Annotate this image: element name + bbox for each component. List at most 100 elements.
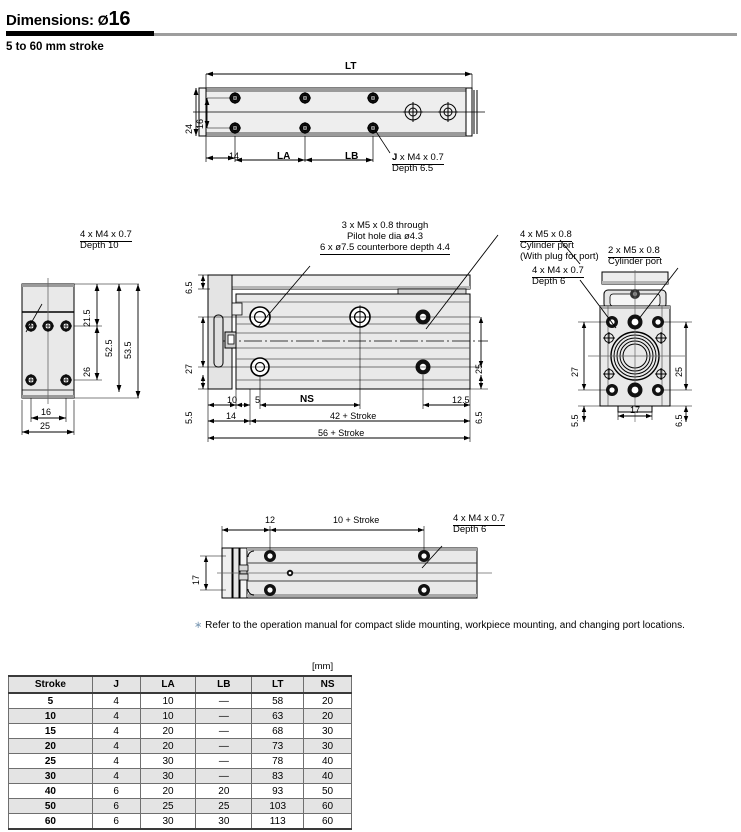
top-view-drawing (185, 58, 515, 183)
cell-lt: 78 (251, 753, 305, 769)
cell-lb: 20 (195, 783, 253, 799)
top-view-label-24: 24 (184, 123, 194, 134)
side-view-callout-cylinder-port: 4 x M5 x 0.8 Cylinder port (With plug fo… (520, 229, 599, 262)
left-view-dim-53-5: 53.5 (123, 341, 133, 359)
side-view-callout-cyl-l2: Cylinder port (520, 240, 574, 251)
cell-lb: — (195, 692, 253, 709)
footnote: ∗ Refer to the operation manual for comp… (194, 620, 685, 631)
cell-lt: 83 (251, 768, 305, 784)
side-view-callout-cyl-l3: (With plug for port) (520, 251, 599, 262)
side-view-dim-17: 17 (630, 405, 641, 415)
cell-j: 4 (91, 708, 141, 724)
side-view-callout-cyl-l1: 4 x M5 x 0.8 (520, 229, 572, 242)
cell-j: 6 (91, 783, 141, 799)
top-view-callout-j: J (392, 152, 398, 163)
cell-la: 20 (139, 723, 197, 739)
top-view-callout-depth: Depth 6.5 (392, 163, 434, 174)
cell-stroke: 30 (8, 768, 93, 784)
header-rule-dark (6, 31, 154, 36)
cell-j: 4 (91, 723, 141, 739)
table-unit-label: [mm] (312, 661, 334, 672)
cell-la: 20 (139, 738, 197, 754)
cell-la: 30 (139, 753, 197, 769)
table-row: 40 6 20 20 93 50 (8, 783, 352, 799)
front-view-dim-25-right: 25 (474, 363, 484, 374)
page-subtitle: 5 to 60 mm stroke (6, 41, 104, 53)
table-row: 20 4 20 — 73 30 (8, 738, 352, 754)
side-view-svg (559, 239, 692, 422)
cell-j: 4 (91, 768, 141, 784)
left-view-dim-21-5: 21.5 (82, 309, 92, 327)
dimensions-table: Stroke J LA LB LT NS 5 4 10 — 58 20 10 4… (8, 675, 352, 830)
diameter-symbol: Ø (97, 12, 109, 28)
cell-lb: — (195, 708, 253, 724)
table-header-lb: LB (195, 675, 253, 694)
front-view-dim-6-5-left: 6.5 (184, 281, 194, 294)
cell-ns: 30 (303, 723, 352, 739)
cell-stroke: 15 (8, 723, 93, 739)
side-view-callout-2m5-l2: Cylinder port (608, 256, 662, 267)
top-view-label-lb: LB (345, 151, 359, 162)
cell-stroke: 40 (8, 783, 93, 799)
header-rule-grey (154, 33, 737, 36)
table-header-stroke: Stroke (8, 675, 93, 694)
top-view-label-lt: LT (345, 61, 357, 72)
cell-la: 10 (139, 692, 197, 709)
front-view-callout-l3: 6 x ø7.5 counterbore depth 4.4 (320, 242, 450, 255)
cell-lb: 30 (195, 813, 253, 830)
cell-la: 30 (139, 768, 197, 784)
front-view-dim-5: 5 (255, 395, 261, 405)
cell-lb: — (195, 738, 253, 754)
left-view-dim-26: 26 (82, 366, 92, 377)
left-view-callout-depth: Depth 10 (80, 240, 119, 251)
cell-ns: 60 (303, 798, 352, 814)
bottom-view-dim-17: 17 (191, 574, 201, 585)
front-view-dim-6-5-right: 6.5 (474, 411, 484, 424)
cell-j: 6 (91, 813, 141, 830)
cell-lt: 113 (251, 813, 305, 830)
cell-la: 30 (139, 813, 197, 830)
top-view-label-16: 16 (195, 118, 205, 129)
cell-ns: 60 (303, 813, 352, 830)
cell-stroke: 50 (8, 798, 93, 814)
front-view-dim-42-stroke: 42 + Stroke (330, 411, 377, 421)
front-view-dim-14: 14 (226, 411, 237, 421)
table-row: 50 6 25 25 103 60 (8, 798, 352, 814)
table-row: 60 6 30 30 113 60 (8, 813, 352, 830)
side-view-dim-5-5: 5.5 (570, 414, 580, 427)
side-view-dim-6-5: 6.5 (674, 414, 684, 427)
front-view-dim-5-5-left: 5.5 (184, 411, 194, 424)
side-view-callout-2xm5: 2 x M5 x 0.8 Cylinder port (608, 245, 662, 267)
cell-la: 10 (139, 708, 197, 724)
footnote-asterisk: ∗ (194, 620, 203, 631)
footnote-text: Refer to the operation manual for compac… (205, 620, 685, 631)
front-view-dim-10: 10 (227, 395, 238, 405)
bottom-view-callout-l1: 4 x M4 x 0.7 (453, 513, 505, 526)
cell-lt: 68 (251, 723, 305, 739)
table-row: 15 4 20 — 68 30 (8, 723, 352, 739)
cell-lb: — (195, 768, 253, 784)
cell-stroke: 60 (8, 813, 93, 830)
front-view-dim-ns: NS (300, 394, 314, 405)
cell-lt: 73 (251, 738, 305, 754)
side-view-drawing (559, 239, 735, 430)
side-view-dim-27: 27 (570, 366, 580, 377)
cell-lb: 25 (195, 798, 253, 814)
cell-lb: — (195, 753, 253, 769)
left-view-dim-25: 25 (40, 421, 51, 431)
top-view-label-14: 14 (229, 151, 240, 161)
cell-ns: 30 (303, 738, 352, 754)
cell-la: 20 (139, 783, 197, 799)
table-header-ns: NS (303, 675, 352, 694)
cell-j: 6 (91, 798, 141, 814)
bottom-view-dim-12: 12 (265, 515, 276, 525)
side-view-callout-4xm4: 4 x M4 x 0.7 Depth 6 (532, 265, 584, 287)
front-view-callout-l2: Pilot hole dia ø4.3 (346, 231, 423, 242)
cell-lt: 103 (251, 798, 305, 814)
cell-la: 25 (139, 798, 197, 814)
cell-j: 4 (91, 692, 141, 709)
table-header-j: J (91, 675, 141, 694)
side-view-callout-m4-l1: 4 x M4 x 0.7 (532, 265, 584, 278)
table-row: 30 4 30 — 83 40 (8, 768, 352, 784)
cell-lt: 63 (251, 708, 305, 724)
